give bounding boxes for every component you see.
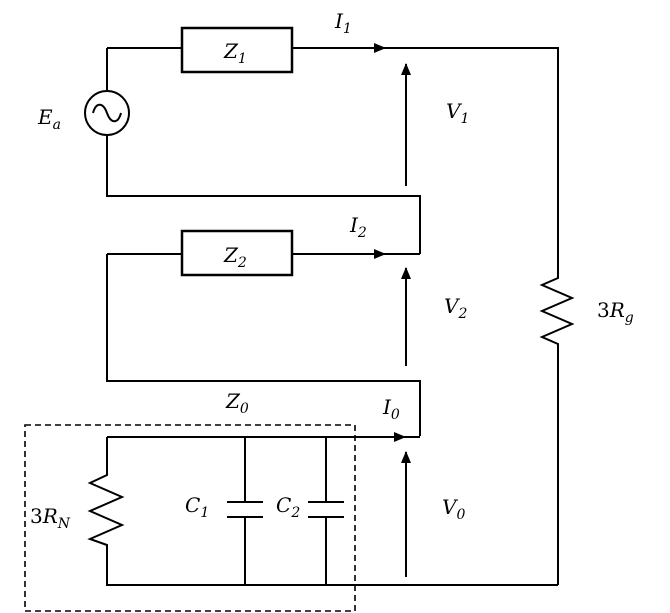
label-z2: Z2 [223,243,247,271]
label-v0: V0 [442,495,465,523]
label-c2: C2 [276,493,300,521]
capacitor-c1 [227,437,263,585]
label-ea: Ea [37,105,61,133]
label-v2: V2 [444,294,467,322]
label-z1: Z1 [223,39,247,67]
label-c1: C1 [185,493,209,521]
neutral-grounding-box [24,424,356,612]
label-3rn: 3RN [30,504,71,532]
zero-sequence-network [24,424,558,612]
label-i1: I1 [334,9,352,37]
label-3rg: 3Rg [597,298,634,326]
label-z0: Z0 [225,389,249,417]
wire-negative-return [106,254,421,436]
positive-sequence-network [84,26,421,254]
resistor-3rg [385,47,575,585]
label-i2: I2 [349,213,367,241]
label-i0: I0 [382,395,400,423]
negative-sequence-network [106,229,421,436]
capacitor-c2 [308,437,344,585]
impedance-z2 [180,229,294,277]
resistor-3rn [87,437,558,586]
wire-positive-return [106,135,421,254]
impedance-z1 [180,26,294,74]
label-v1: V1 [446,99,469,127]
sine-wave-icon [92,103,122,123]
